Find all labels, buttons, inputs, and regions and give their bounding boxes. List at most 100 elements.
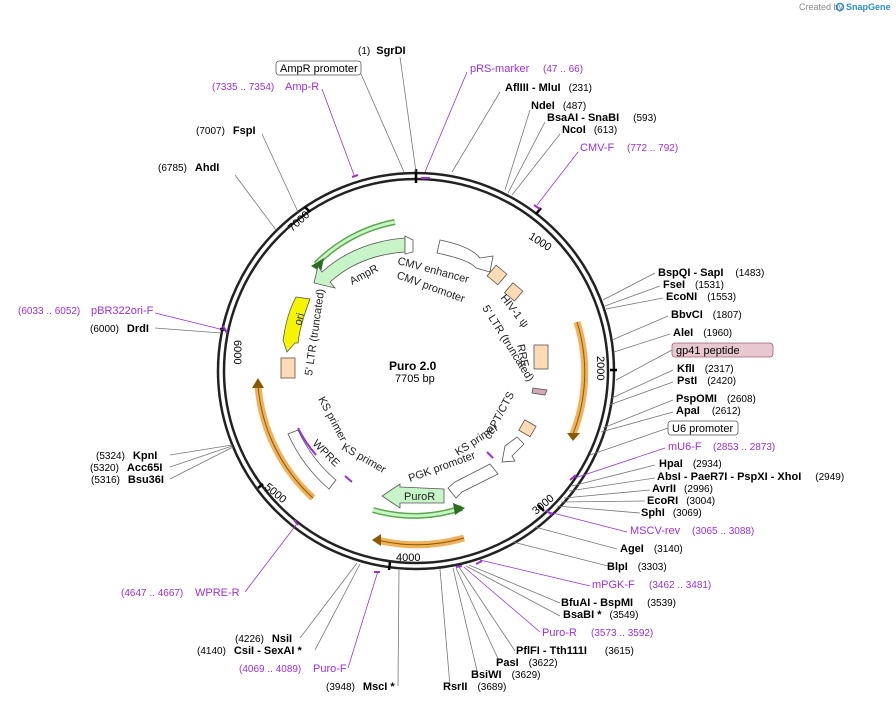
tick-label-6000: 6000: [231, 340, 243, 364]
watermark[interactable]: Created by SnapGene: [799, 2, 891, 12]
site-drdi[interactable]: (6000)DrdI: [90, 323, 149, 335]
arrowhead-right-icon: [567, 433, 580, 441]
primer-amp-r[interactable]: Amp-R: [285, 81, 319, 93]
svg-text:AmpR promoter: AmpR promoter: [280, 63, 358, 75]
site-nsii[interactable]: (4226)NsiI: [235, 633, 292, 645]
ori-feature[interactable]: [282, 296, 311, 353]
site-rsrii[interactable]: RsrII(3689): [443, 681, 506, 693]
site-blpi[interactable]: BlpI(3303): [607, 561, 667, 573]
rre-label: RRE: [514, 343, 531, 368]
cppt-cts-label: cPPT/CTS: [482, 390, 517, 442]
plasmid-size: 7705 bp: [395, 373, 435, 385]
tick-mark-1000: [535, 207, 542, 215]
site-pspomi[interactable]: PspOMI(2608): [676, 393, 756, 405]
site-ndei[interactable]: NdeI(487): [531, 100, 586, 112]
ltr5-right-feature: [486, 264, 508, 286]
tick-mark-5000: [257, 483, 264, 489]
rre-feature: [533, 344, 549, 370]
site-pflfi-tth111i[interactable]: PflFI - Tth111I(3615): [516, 645, 634, 657]
primer-mu6-f[interactable]: mU6-F: [668, 441, 702, 453]
u6-leader-line: [589, 427, 669, 456]
ks-primer-right-marker: [486, 451, 494, 459]
tick-label-2000: 2000: [594, 356, 606, 380]
wpre-feature[interactable]: [287, 429, 337, 490]
site-csii-sexai[interactable]: (4140)CsiI - SexAI *: [197, 645, 302, 657]
primer-puro-r[interactable]: Puro-R: [542, 627, 577, 639]
site-hpai[interactable]: HpaI(2934): [659, 458, 722, 470]
site-fspi[interactable]: (7007)FspI: [196, 125, 256, 137]
site-sphi[interactable]: SphI(3069): [641, 507, 702, 519]
ks-primer-left-a-label: KS primer: [315, 395, 349, 444]
u6-promoter-label[interactable]: U6 promoter: [667, 420, 739, 436]
site-afliii-mlui[interactable]: AflIII - MluI(231): [505, 82, 592, 94]
site-avrii[interactable]: AvrII(2996): [652, 483, 713, 495]
cppt-cts-feature: [501, 436, 525, 463]
watermark-prefix: Created by: [799, 2, 844, 12]
site-kfli[interactable]: KflI(2317): [677, 363, 734, 375]
ampr-promoter-label[interactable]: AmpR promoter: [275, 60, 362, 76]
site-alei[interactable]: AleI(1960): [673, 327, 732, 339]
primer-prs-marker-range: (47 .. 66): [543, 64, 583, 75]
primer-mu6-f-range: (2853 .. 2873): [713, 442, 775, 453]
svg-text:gp41 peptide: gp41 peptide: [676, 345, 740, 357]
site-bsabi[interactable]: BsaBI *(3549): [563, 609, 638, 621]
primer-prs-marker[interactable]: pRS-marker: [470, 63, 530, 75]
primer-pbr322ori-f[interactable]: pBR322ori-F: [91, 305, 154, 317]
site-acc65i[interactable]: (5320)Acc65I: [90, 462, 162, 474]
puror-feature[interactable]: [381, 483, 445, 509]
site-agei[interactable]: AgeI(3140): [620, 543, 683, 555]
svg-text:U6 promoter: U6 promoter: [672, 423, 733, 435]
primer-leader-lines: [154, 71, 666, 669]
tick-mark-3000: [537, 504, 545, 512]
site-ncoi[interactable]: NcoI(613): [562, 124, 617, 136]
ori-label: ori: [292, 312, 307, 327]
gp41-peptide-label[interactable]: gp41 peptide: [671, 342, 774, 358]
primer-puro-f[interactable]: Puro-F: [313, 663, 347, 675]
snapgene-logo-icon: [835, 2, 845, 12]
site-kpni[interactable]: (5324)KpnI: [96, 450, 157, 462]
site-bsu36i[interactable]: (5316)Bsu36I: [91, 474, 164, 486]
site-ahdi[interactable]: (6785)AhdI: [158, 162, 219, 174]
ampr-arrowhead-icon: [311, 258, 324, 272]
site-sgrdi[interactable]: (1)SgrDI: [358, 45, 406, 57]
site-econi[interactable]: EcoNI(1553): [666, 291, 736, 303]
ltr5-left-feature: [280, 357, 296, 379]
tick-mark-4000: [387, 561, 392, 571]
site-bsiwi[interactable]: BsiWI(3629): [471, 669, 540, 681]
site-bbvci[interactable]: BbvCI(1807): [671, 309, 742, 321]
site-absi-xhoi[interactable]: AbsI - PaeR7I - PspXI - XhoI(2949): [657, 471, 844, 483]
primer-mpgk-f-range: (3462 .. 3481): [649, 580, 711, 591]
primer-mpgk-f[interactable]: mPGK-F: [592, 579, 635, 591]
hiv-psi-feature: [503, 282, 524, 302]
arrowhead-left-icon: [252, 378, 264, 388]
site-msci[interactable]: (3948)MscI *: [326, 681, 395, 693]
site-bspqi-sapi[interactable]: BspQI - SapI(1483): [658, 267, 764, 279]
ampr-feature[interactable]: [313, 237, 406, 289]
cppt-box-feature: [518, 419, 537, 438]
site-ecori[interactable]: EcoRI(3004): [647, 495, 715, 507]
site-pasi[interactable]: PasI(3622): [496, 657, 558, 669]
primer-amp-r-range: (7335 .. 7354): [212, 82, 274, 93]
watermark-brand: SnapGene: [846, 2, 891, 12]
primer-puro-f-range: (4069 .. 4089): [239, 664, 301, 675]
orange-arc-edges: [257, 321, 586, 546]
arrowhead-bottom-icon: [372, 534, 381, 546]
puror-arrowhead-icon: [453, 503, 465, 515]
ampr-promoter-feature: [404, 235, 414, 255]
primer-wpre-r[interactable]: WPRE-R: [195, 587, 240, 599]
pgk-promoter-feature: [447, 463, 499, 499]
site-fsei[interactable]: FseI(1531): [663, 279, 724, 291]
gp41-marker: [531, 387, 548, 396]
site-apai[interactable]: ApaI(2612): [676, 405, 741, 417]
site-bfuai-bspmi[interactable]: BfuAI - BspMI(3539): [561, 597, 676, 609]
primer-markers: [222, 174, 577, 573]
ks-primer-left-b-label: KS primer: [340, 441, 389, 476]
cmv-enhancer-feature: [436, 239, 494, 273]
primer-mscv-rev[interactable]: MSCV-rev: [630, 525, 681, 537]
site-bsaai-snabi[interactable]: BsaAI - SnaBI(593): [547, 112, 657, 124]
primer-cmv-f-range: (772 .. 792): [627, 143, 678, 154]
ltr5-right-label: 5' LTR (truncated): [479, 303, 536, 384]
site-psti[interactable]: PstI(2420): [677, 375, 736, 387]
primer-cmv-f[interactable]: CMV-F: [580, 142, 615, 154]
primer-wpre-r-range: (4647 .. 4667): [121, 588, 183, 599]
